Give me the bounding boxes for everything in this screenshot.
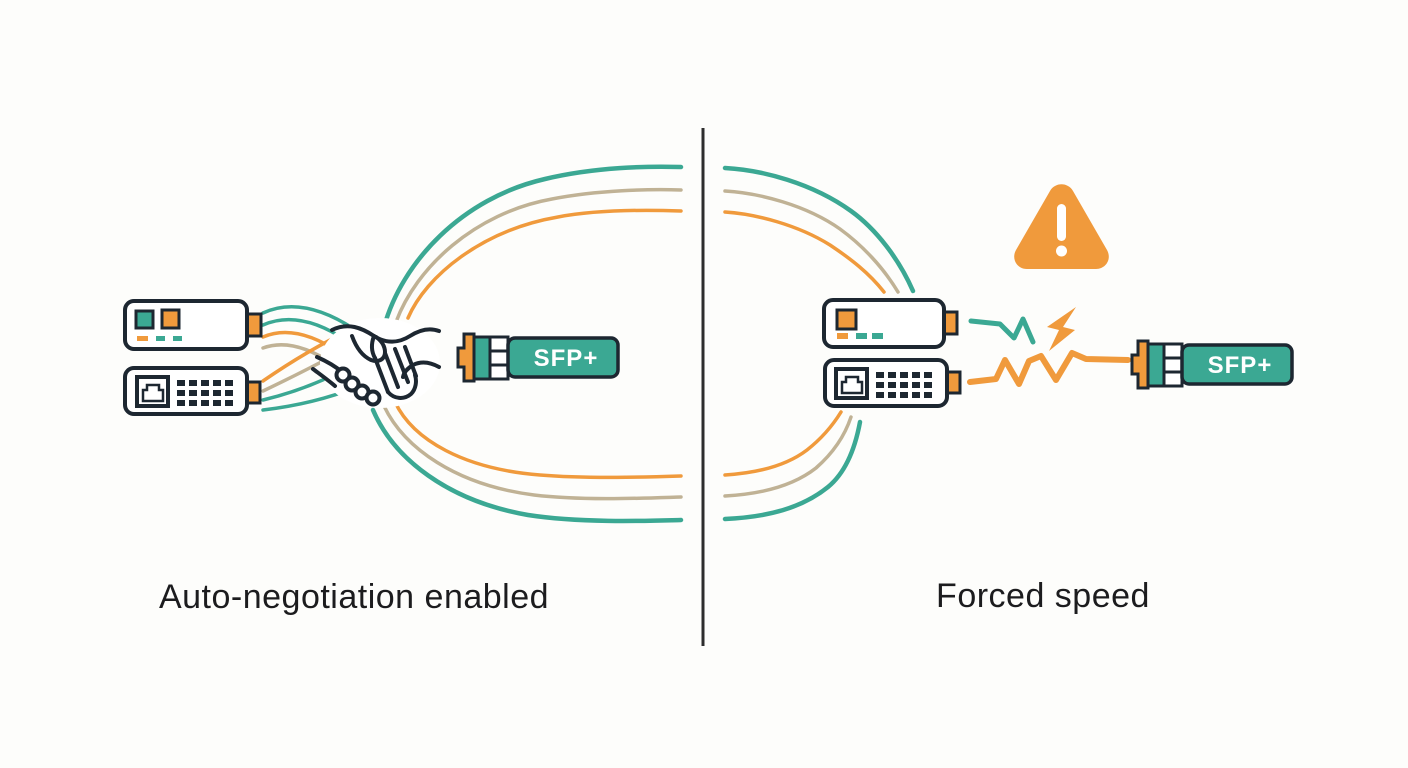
status-device-icon-left: [123, 299, 263, 351]
status-device-icon-right: [822, 298, 959, 349]
port-grid: [876, 372, 932, 398]
rj45-device-icon-left: [123, 366, 262, 416]
broken-signal-orange-icon: [967, 350, 1131, 387]
rj45-device-icon-right: [823, 358, 962, 408]
sfp-module-icon-left: SFP+: [456, 332, 620, 383]
warning-triangle-icon: [1014, 184, 1109, 269]
port-grid: [177, 380, 233, 406]
lightning-bolt-icon: [1047, 307, 1076, 351]
right-panel-caption: Forced speed: [936, 577, 1150, 615]
sfp-label-right: SFP+: [1208, 352, 1273, 379]
broken-signal-teal-icon: [968, 316, 1036, 345]
negotiation-arcs: [370, 164, 916, 524]
sfp-module-icon-right: SFP+: [1130, 339, 1294, 390]
sfp-label-left: SFP+: [534, 345, 599, 372]
left-panel-caption: Auto-negotiation enabled: [158, 578, 550, 616]
handshake-icon: [311, 318, 441, 408]
handshake-knuckles: [334, 366, 382, 407]
